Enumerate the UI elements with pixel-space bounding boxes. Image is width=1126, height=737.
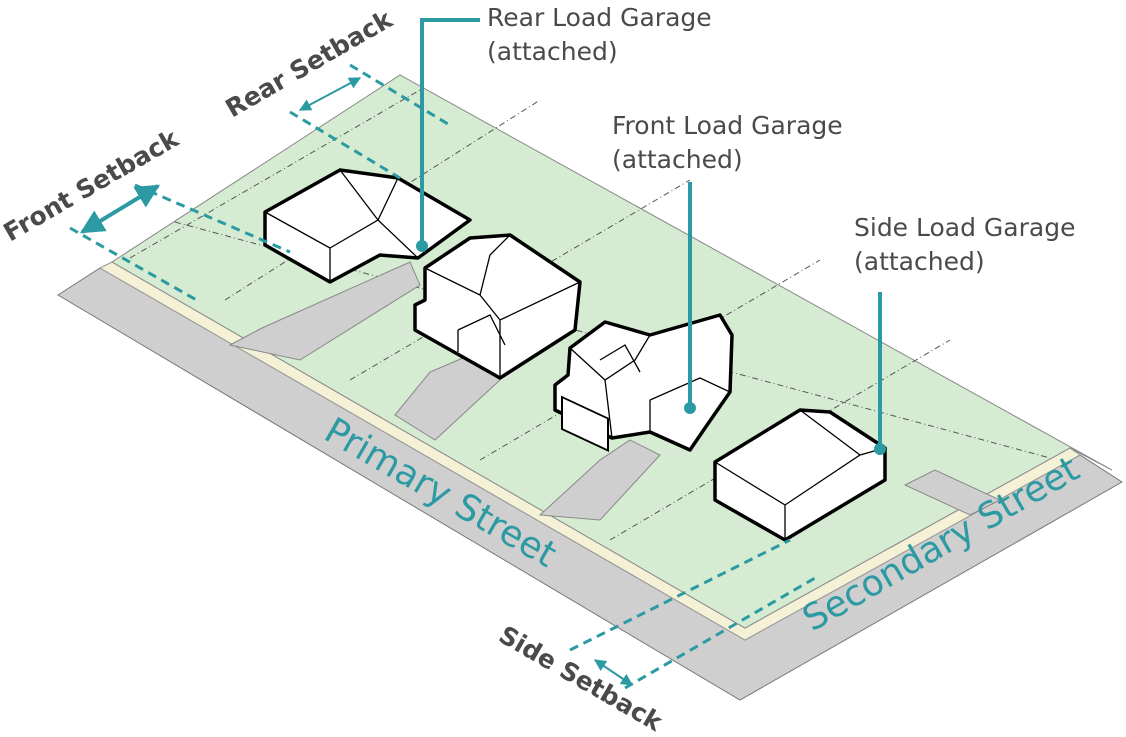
side-setback-arrow [594, 659, 633, 686]
setback-lines [69, 63, 816, 690]
house-two-story [413, 233, 582, 380]
house-rear-load [263, 168, 472, 284]
side-load-title: Side Load Garage [854, 213, 1075, 242]
front-setback-arrow [79, 184, 161, 234]
side-load-leader [874, 292, 886, 455]
house-side-load [713, 408, 887, 542]
rear-setback-arrow [298, 77, 362, 111]
side-load-sub: (attached) [854, 247, 985, 276]
front-load-title: Front Load Garage [612, 111, 843, 140]
rear-load-leader [416, 18, 480, 252]
front-load-sub: (attached) [612, 145, 743, 174]
rear-load-title: Rear Load Garage [487, 3, 712, 32]
house-front-load [553, 313, 734, 452]
front-load-leader [684, 182, 696, 414]
driveways [228, 261, 1002, 521]
rear-load-sub: (attached) [487, 37, 618, 66]
